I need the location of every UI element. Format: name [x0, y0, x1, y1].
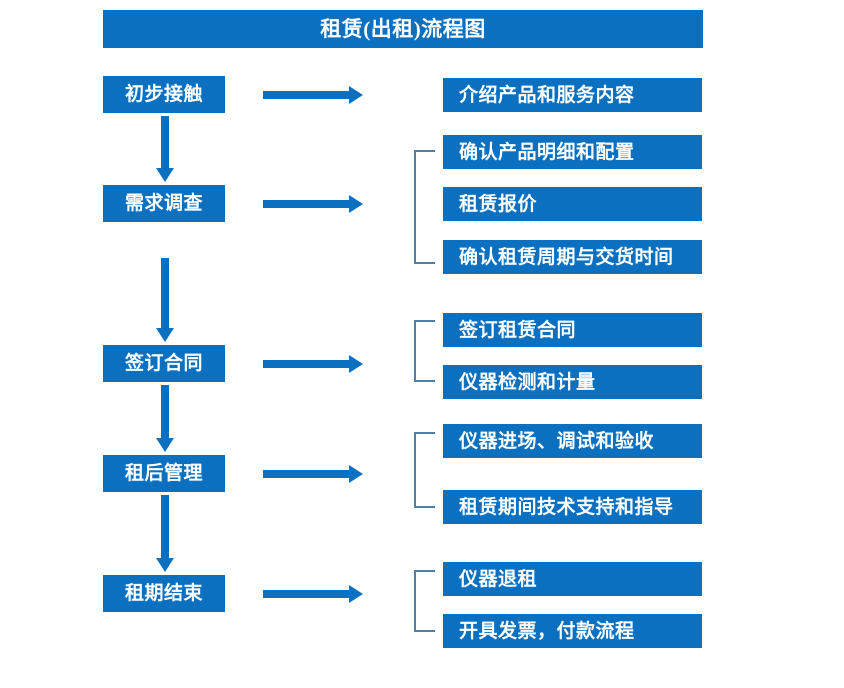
- bracket-left-icon-3: [413, 320, 435, 382]
- arrow-down-icon-3: [156, 385, 174, 452]
- detail-box-3-2[interactable]: 仪器检测和计量: [443, 365, 702, 399]
- stage-box-2[interactable]: 需求调查: [103, 185, 225, 222]
- detail-box-1-1[interactable]: 介绍产品和服务内容: [443, 78, 702, 112]
- bracket-left-icon-4: [413, 432, 435, 508]
- detail-box-2-3[interactable]: 确认租赁周期与交货时间: [443, 240, 702, 274]
- detail-box-4-2[interactable]: 租赁期间技术支持和指导: [443, 490, 702, 524]
- bracket-left-icon-5: [413, 570, 435, 632]
- detail-box-2-1[interactable]: 确认产品明细和配置: [443, 135, 702, 169]
- arrow-down-icon-4: [156, 495, 174, 572]
- arrow-right-icon-3: [263, 355, 363, 373]
- arrow-right-icon-4: [263, 465, 363, 483]
- arrow-down-icon-2: [156, 258, 174, 342]
- stage-box-4[interactable]: 租后管理: [103, 455, 225, 492]
- stage-box-3[interactable]: 签订合同: [103, 345, 225, 382]
- detail-box-5-2[interactable]: 开具发票，付款流程: [443, 614, 702, 648]
- arrow-right-icon-1: [263, 86, 363, 104]
- page-title: 租赁(出租)流程图: [103, 10, 703, 48]
- bracket-left-icon-2: [413, 150, 435, 264]
- detail-box-2-2[interactable]: 租赁报价: [443, 187, 702, 221]
- stage-box-5[interactable]: 租期结束: [103, 575, 225, 612]
- detail-box-5-1[interactable]: 仪器退租: [443, 562, 702, 596]
- stage-box-1[interactable]: 初步接触: [103, 76, 225, 113]
- detail-box-4-1[interactable]: 仪器进场、调试和验收: [443, 424, 702, 458]
- arrow-right-icon-5: [263, 585, 363, 603]
- detail-box-3-1[interactable]: 签订租赁合同: [443, 313, 702, 347]
- arrow-right-icon-2: [263, 195, 363, 213]
- arrow-down-icon-1: [156, 116, 174, 182]
